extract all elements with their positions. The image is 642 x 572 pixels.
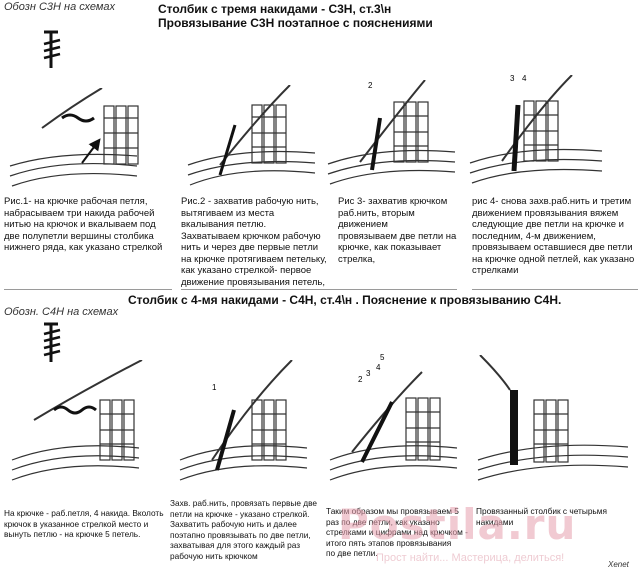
illustration-c4n-step-3: 5 4 3 2 bbox=[329, 353, 458, 481]
legend-label-c3n: Обозн С3Н на схемах bbox=[4, 1, 116, 13]
caption-c4n-step-1: На крючке - раб.петля, 4 накида. Вколоть… bbox=[4, 508, 164, 539]
illustration-step-1 bbox=[9, 88, 139, 187]
caption-c4n-step-2: Захв. раб.нить, провязать первые две пет… bbox=[170, 498, 318, 561]
divider bbox=[181, 289, 457, 290]
section-title-c4n: Столбик с 4-мя накидами - С4Н, ст.4\н . … bbox=[128, 293, 562, 307]
illustration-step-4: 3 4 bbox=[469, 75, 603, 184]
caption-step-4: рис 4- снова захв.раб.нить и третим движ… bbox=[472, 196, 635, 276]
step-marker: 2 bbox=[368, 81, 373, 90]
illustration-c4n-step-2: 1 bbox=[179, 360, 308, 481]
c3n-symbol-icon bbox=[43, 30, 61, 68]
section-subtitle-c3n: Провязывание С3Н поэтапное с пояснениями bbox=[158, 16, 433, 30]
caption-c4n-step-3: Таким образом мы провязываем 5 раз по дв… bbox=[326, 506, 468, 558]
illustration-c4n-finished bbox=[477, 355, 629, 481]
illustration-step-3: 2 bbox=[327, 80, 456, 185]
illustration-step-2 bbox=[187, 85, 316, 186]
step-marker: 5 bbox=[380, 353, 385, 362]
step-marker: 4 bbox=[376, 363, 381, 372]
c4n-symbol-icon bbox=[43, 322, 61, 362]
step-marker: 1 bbox=[212, 383, 217, 392]
watermark-subtext: Прост найти... Мастерица, делиться! bbox=[376, 552, 565, 564]
section-title-c3n: Столбик с тремя накидами - С3Н, ст.3\н bbox=[158, 2, 392, 16]
caption-step-1: Рис.1- на крючке рабочая петля, набрасыв… bbox=[4, 196, 163, 253]
divider bbox=[4, 289, 172, 290]
step-marker: 4 bbox=[522, 75, 527, 83]
divider bbox=[472, 289, 638, 290]
step-marker: 2 bbox=[358, 375, 363, 384]
legend-label-c4n: Обозн. С4Н на схемах bbox=[4, 306, 119, 318]
watermark: Postila.ru bbox=[338, 500, 577, 549]
step-marker: 3 bbox=[510, 75, 515, 83]
signature: Xenet bbox=[608, 560, 629, 569]
step-marker: 3 bbox=[366, 369, 371, 378]
illustration-c4n-step-1 bbox=[11, 360, 143, 481]
caption-step-3: Рис 3- захватив крючком раб.нить, вторым… bbox=[338, 196, 457, 265]
caption-c4n-finished: Провязанный столбик с четырьмя накидами bbox=[476, 506, 607, 527]
caption-step-2: Рис.2 - захватив рабочую нить, вытягивае… bbox=[181, 196, 327, 288]
